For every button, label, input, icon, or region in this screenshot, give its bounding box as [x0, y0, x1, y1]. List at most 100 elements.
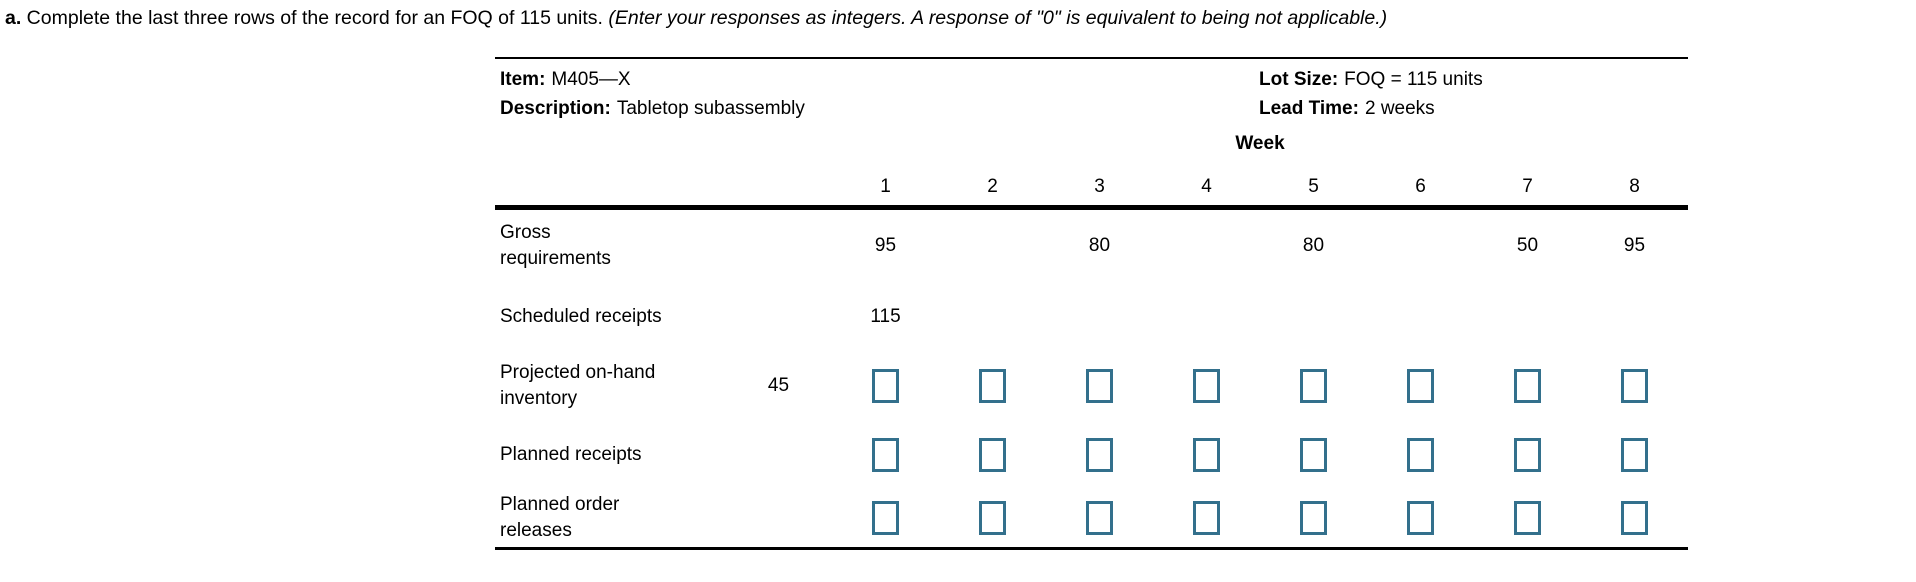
cell	[1153, 351, 1260, 420]
question-part-label: a.	[5, 7, 22, 29]
week-number-2: 2	[987, 176, 998, 197]
projected-on-hand-week-1-input[interactable]	[872, 368, 899, 403]
cell	[1260, 351, 1367, 420]
row-label: Scheduled receipts	[500, 305, 662, 327]
cell	[1474, 420, 1581, 489]
mrp-record-table: Item:M405—X Description:Tabletop subasse…	[495, 57, 1688, 550]
record-header-left: Item:M405—X Description:Tabletop subasse…	[500, 65, 1688, 123]
question-body: Complete the last three rows of the reco…	[21, 7, 609, 29]
projected-on-hand-week-7-input[interactable]	[1514, 368, 1541, 403]
table-row-planned-receipts: Planned receipts	[495, 420, 1688, 489]
item-line: Item:M405—X	[500, 65, 1688, 94]
gross-requirements-week-2	[939, 210, 1046, 282]
week-number-8: 8	[1629, 176, 1640, 197]
cell	[1260, 489, 1367, 547]
cell	[939, 351, 1046, 420]
gross-requirements-week-5: 80	[1302, 235, 1325, 256]
week-numbers-row: 1 2 3 4 5 6 7 8	[495, 162, 1688, 205]
lead-time-value: 2 weeks	[1364, 98, 1435, 119]
cell	[832, 489, 939, 547]
planned-order-releases-week-8-input[interactable]	[1621, 501, 1648, 535]
week-number-5: 5	[1308, 176, 1319, 197]
description-value: Tabletop subassembly	[616, 98, 805, 119]
lot-size-value: FOQ = 115 units	[1344, 69, 1483, 90]
row-label: Gross requirements	[500, 222, 611, 269]
planned-order-releases-week-2-input[interactable]	[979, 501, 1006, 535]
week-header: Week	[1235, 133, 1285, 154]
planned-order-releases-week-1-input[interactable]	[872, 501, 899, 535]
week-number-1: 1	[880, 176, 891, 197]
week-numbers-label-spacer	[495, 197, 725, 205]
planned-order-releases-week-3-input[interactable]	[1086, 501, 1113, 535]
planned-receipts-week-4-input[interactable]	[1193, 437, 1220, 472]
table-row-projected-on-hand-inventory: Projected on-hand inventory 45	[495, 351, 1688, 420]
gross-requirements-week-6	[1367, 210, 1474, 282]
table-row-scheduled-receipts: Scheduled receipts 115	[495, 282, 1688, 351]
gross-requirements-week-1: 95	[874, 235, 897, 256]
cell	[939, 420, 1046, 489]
week-header-row: Week	[495, 124, 1688, 162]
projected-on-hand-week-8-input[interactable]	[1621, 368, 1648, 403]
gross-requirements-week-4	[1153, 210, 1260, 282]
row-label: Planned receipts	[500, 443, 642, 465]
lead-time-label: Lead Time:	[1259, 98, 1359, 119]
planned-receipts-week-7-input[interactable]	[1514, 437, 1541, 472]
description-label: Description:	[500, 98, 611, 119]
cell	[1153, 420, 1260, 489]
week-number-4: 4	[1201, 176, 1212, 197]
cell	[1046, 489, 1153, 547]
scheduled-receipts-week-8	[1581, 282, 1688, 351]
cell	[1474, 489, 1581, 547]
begin-cell	[725, 489, 832, 547]
scheduled-receipts-week-7	[1474, 282, 1581, 351]
begin-cell	[725, 282, 832, 351]
planned-order-releases-week-5-input[interactable]	[1300, 501, 1327, 535]
scheduled-receipts-week-3	[1046, 282, 1153, 351]
gross-requirements-week-7: 50	[1516, 235, 1539, 256]
projected-on-hand-week-5-input[interactable]	[1300, 368, 1327, 403]
item-label: Item:	[500, 69, 546, 90]
question-text: a. Complete the last three rows of the r…	[5, 6, 1895, 30]
begin-cell	[725, 420, 832, 489]
week-number-3: 3	[1094, 176, 1105, 197]
week-numbers-begin-spacer	[725, 197, 832, 205]
planned-receipts-week-5-input[interactable]	[1300, 437, 1327, 472]
item-value: M405—X	[551, 69, 631, 90]
gross-requirements-week-8: 95	[1623, 235, 1646, 256]
record-body: Gross requirements 95 80 80 50 95 Schedu…	[495, 205, 1688, 550]
record-header: Item:M405—X Description:Tabletop subasse…	[495, 57, 1688, 124]
planned-receipts-week-1-input[interactable]	[872, 437, 899, 472]
planned-receipts-week-3-input[interactable]	[1086, 437, 1113, 472]
cell	[1581, 351, 1688, 420]
projected-on-hand-week-4-input[interactable]	[1193, 368, 1220, 403]
cell	[1581, 420, 1688, 489]
projected-on-hand-week-3-input[interactable]	[1086, 368, 1113, 403]
planned-order-releases-week-6-input[interactable]	[1407, 501, 1434, 535]
cell	[939, 489, 1046, 547]
projected-on-hand-week-2-input[interactable]	[979, 368, 1006, 403]
cell	[832, 351, 939, 420]
scheduled-receipts-week-5	[1260, 282, 1367, 351]
table-row-gross-requirements: Gross requirements 95 80 80 50 95	[495, 210, 1688, 282]
projected-on-hand-week-6-input[interactable]	[1407, 368, 1434, 403]
lot-size-line: Lot Size:FOQ = 115 units	[1259, 65, 1483, 94]
row-label: Planned order releases	[500, 494, 620, 541]
table-row-planned-order-releases: Planned order releases	[495, 489, 1688, 547]
description-line: Description:Tabletop subassembly	[500, 94, 1688, 123]
row-label: Projected on-hand inventory	[500, 361, 656, 409]
scheduled-receipts-week-1: 115	[870, 305, 901, 327]
question-instruction-note: (Enter your responses as integers. A res…	[608, 7, 1388, 29]
cell	[832, 420, 939, 489]
cell	[1474, 351, 1581, 420]
planned-receipts-week-2-input[interactable]	[979, 437, 1006, 472]
planned-receipts-week-8-input[interactable]	[1621, 437, 1648, 472]
week-number-6: 6	[1415, 176, 1426, 197]
cell	[1367, 489, 1474, 547]
planned-order-releases-week-4-input[interactable]	[1193, 501, 1220, 535]
scheduled-receipts-week-2	[939, 282, 1046, 351]
scheduled-receipts-week-6	[1367, 282, 1474, 351]
planned-receipts-week-6-input[interactable]	[1407, 437, 1434, 472]
scheduled-receipts-week-4	[1153, 282, 1260, 351]
planned-order-releases-week-7-input[interactable]	[1514, 501, 1541, 535]
beginning-inventory-value: 45	[767, 374, 790, 396]
